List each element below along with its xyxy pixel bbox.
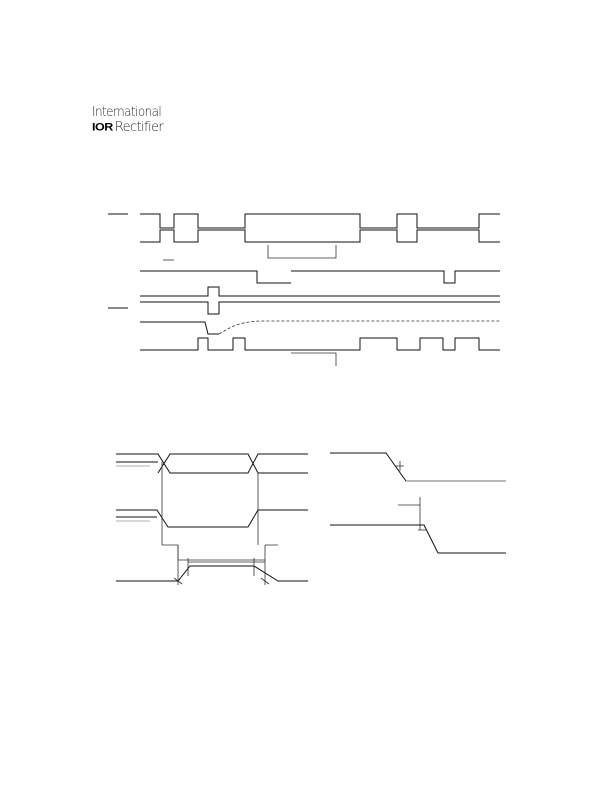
timing-row-2-bracket (267, 245, 337, 259)
input-crossover-bottom (116, 453, 308, 474)
gate-trace-top (116, 509, 308, 528)
main-timing-diagram (108, 213, 500, 366)
timing-row-5-recovery-curve (218, 320, 500, 335)
logo-ior-mark: IOR (92, 121, 113, 133)
delay-bracket-1 (162, 544, 278, 561)
timing-row-2-complement (140, 229, 500, 243)
timing-row-6-marker (291, 352, 337, 366)
marker-lines (161, 462, 266, 585)
fault-timing-diagram (330, 452, 506, 554)
fault-trace-1 (330, 452, 506, 482)
fault-trace-1-marker (396, 461, 404, 471)
logo-name: Rectifier (114, 120, 164, 135)
output-trace (116, 565, 308, 582)
logo-line-rectifier: IOR Rectifier (92, 121, 167, 134)
timing-row-3 (140, 270, 500, 284)
timing-row-5 (140, 321, 219, 335)
timing-row-4b (140, 301, 500, 315)
logo-line-international: International (92, 105, 162, 120)
timing-row-1-input (108, 213, 500, 229)
input-crossover-top (116, 453, 308, 474)
output-tick-1 (173, 577, 270, 585)
timing-row-6-output (140, 337, 500, 351)
switching-timing-diagram (116, 453, 308, 585)
fault-trace-2 (330, 524, 506, 554)
timing-row-4 (108, 286, 500, 309)
company-logo: International IOR Rectifier (92, 106, 167, 134)
